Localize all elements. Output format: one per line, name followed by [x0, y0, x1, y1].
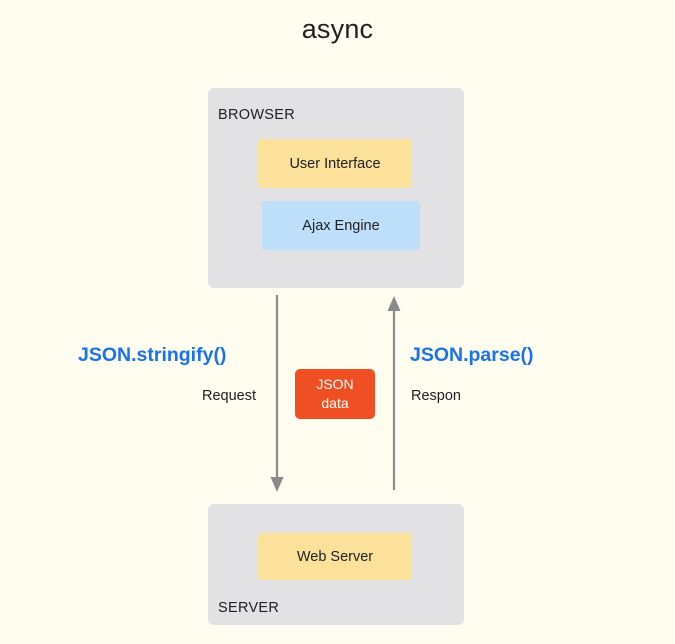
server-label: SERVER: [218, 600, 280, 616]
user-interface-box: User Interface: [258, 139, 412, 188]
json-data-line-2: data: [321, 395, 349, 411]
response-label: Respon: [411, 388, 461, 404]
request-arrow-down: [270, 295, 284, 492]
response-arrow-up: [387, 296, 401, 490]
ajax-engine-box: Ajax Engine: [262, 201, 420, 250]
json-parse-label: JSON.parse(): [410, 344, 534, 366]
request-label: Request: [202, 388, 257, 404]
page-title: async: [301, 14, 374, 44]
json-data-line-1: JSON: [316, 376, 354, 392]
json-stringify-label: JSON.stringify(): [78, 344, 227, 366]
json-data-packet: JSON data: [295, 369, 375, 419]
browser-label: BROWSER: [218, 107, 296, 123]
browser-container: [208, 88, 464, 288]
web-server-box: Web Server: [258, 533, 412, 580]
